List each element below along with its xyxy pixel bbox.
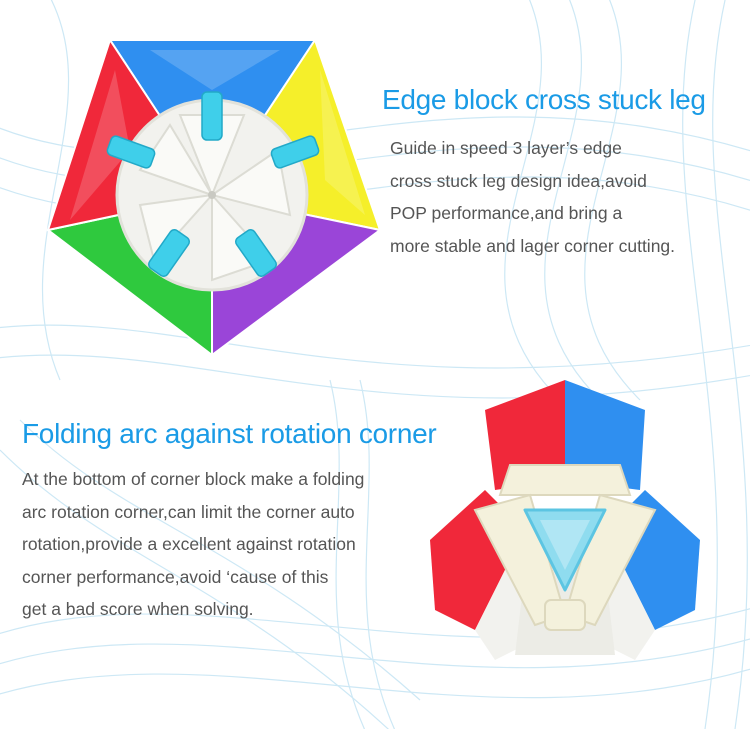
section-one-line: cross stuck leg design idea,avoid: [390, 170, 647, 191]
section-one-line: Guide in speed 3 layer’s edge: [390, 138, 622, 158]
cube-center-piece-photo: [430, 380, 700, 660]
section-two-line: rotation,provide a excellent against rot…: [22, 534, 356, 554]
section-two-title: Folding arc against rotation corner: [22, 418, 437, 449]
section-two-line: corner performance,avoid ‘cause of this: [22, 566, 329, 587]
section-one-line: POP performance,and bring a: [390, 203, 623, 223]
section-two-line: get a bad score when solving.: [22, 599, 254, 619]
section-two-description: At the bottom of corner block make a fol…: [22, 463, 364, 626]
section-one-description: Guide in speed 3 layer’s edge cross stuc…: [390, 132, 675, 262]
section-two-line: At the bottom of corner block make a fol…: [22, 469, 365, 489]
section-one-title: Edge block cross stuck leg: [382, 84, 706, 115]
cube-corner-photo: [45, 37, 383, 358]
section-one-line: more stable and lager corner cutting.: [390, 235, 676, 256]
section-two-line: arc rotation corner,can limit the corner…: [22, 501, 355, 522]
